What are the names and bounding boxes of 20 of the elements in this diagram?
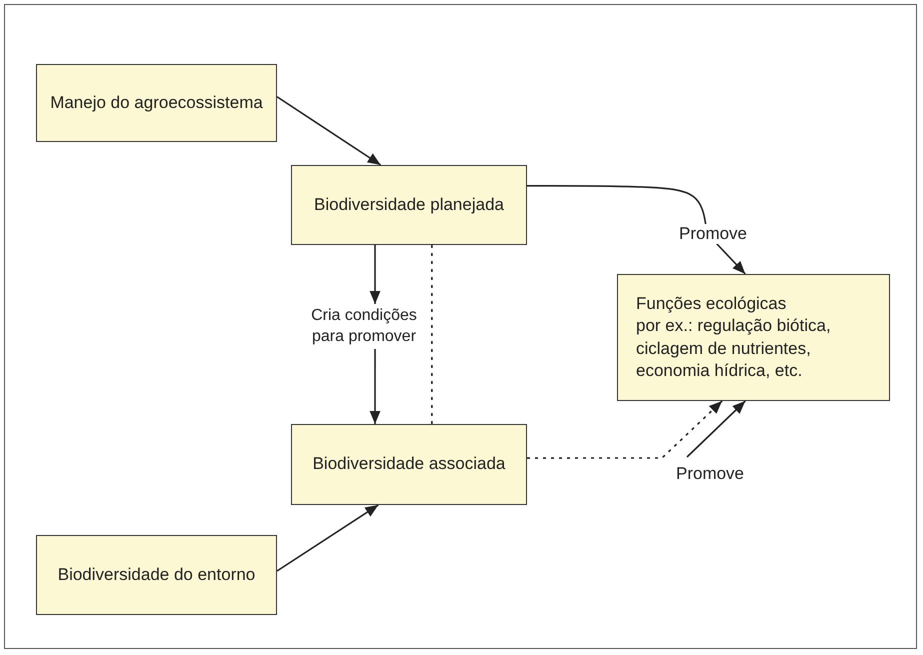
arrow — [276, 504, 379, 572]
arrow — [370, 349, 380, 424]
arrow — [276, 96, 382, 166]
process-box — [291, 165, 527, 245]
node-text: por ex.: regulação biótica, ciclagem de nutrientes, economia hídrica, etc. — [636, 315, 832, 382]
process-box — [617, 274, 890, 401]
node-title: Funções ecológicas — [636, 293, 786, 316]
arrow — [370, 245, 380, 304]
arrow — [526, 185, 746, 275]
connector-line — [431, 245, 433, 424]
arrow — [686, 400, 746, 458]
node-title: Manejo do agroecossistema — [50, 92, 263, 114]
arrow — [527, 400, 723, 459]
node-title: Biodiversidade associada — [312, 453, 506, 476]
node-title: Biodiversidade do entorno — [58, 564, 256, 586]
node-title: Biodiversidade planejada — [314, 194, 504, 216]
process-box — [36, 535, 277, 615]
process-box — [36, 64, 277, 142]
process-box — [291, 424, 527, 505]
flow-text: Cria condições para promover — [302, 304, 426, 349]
